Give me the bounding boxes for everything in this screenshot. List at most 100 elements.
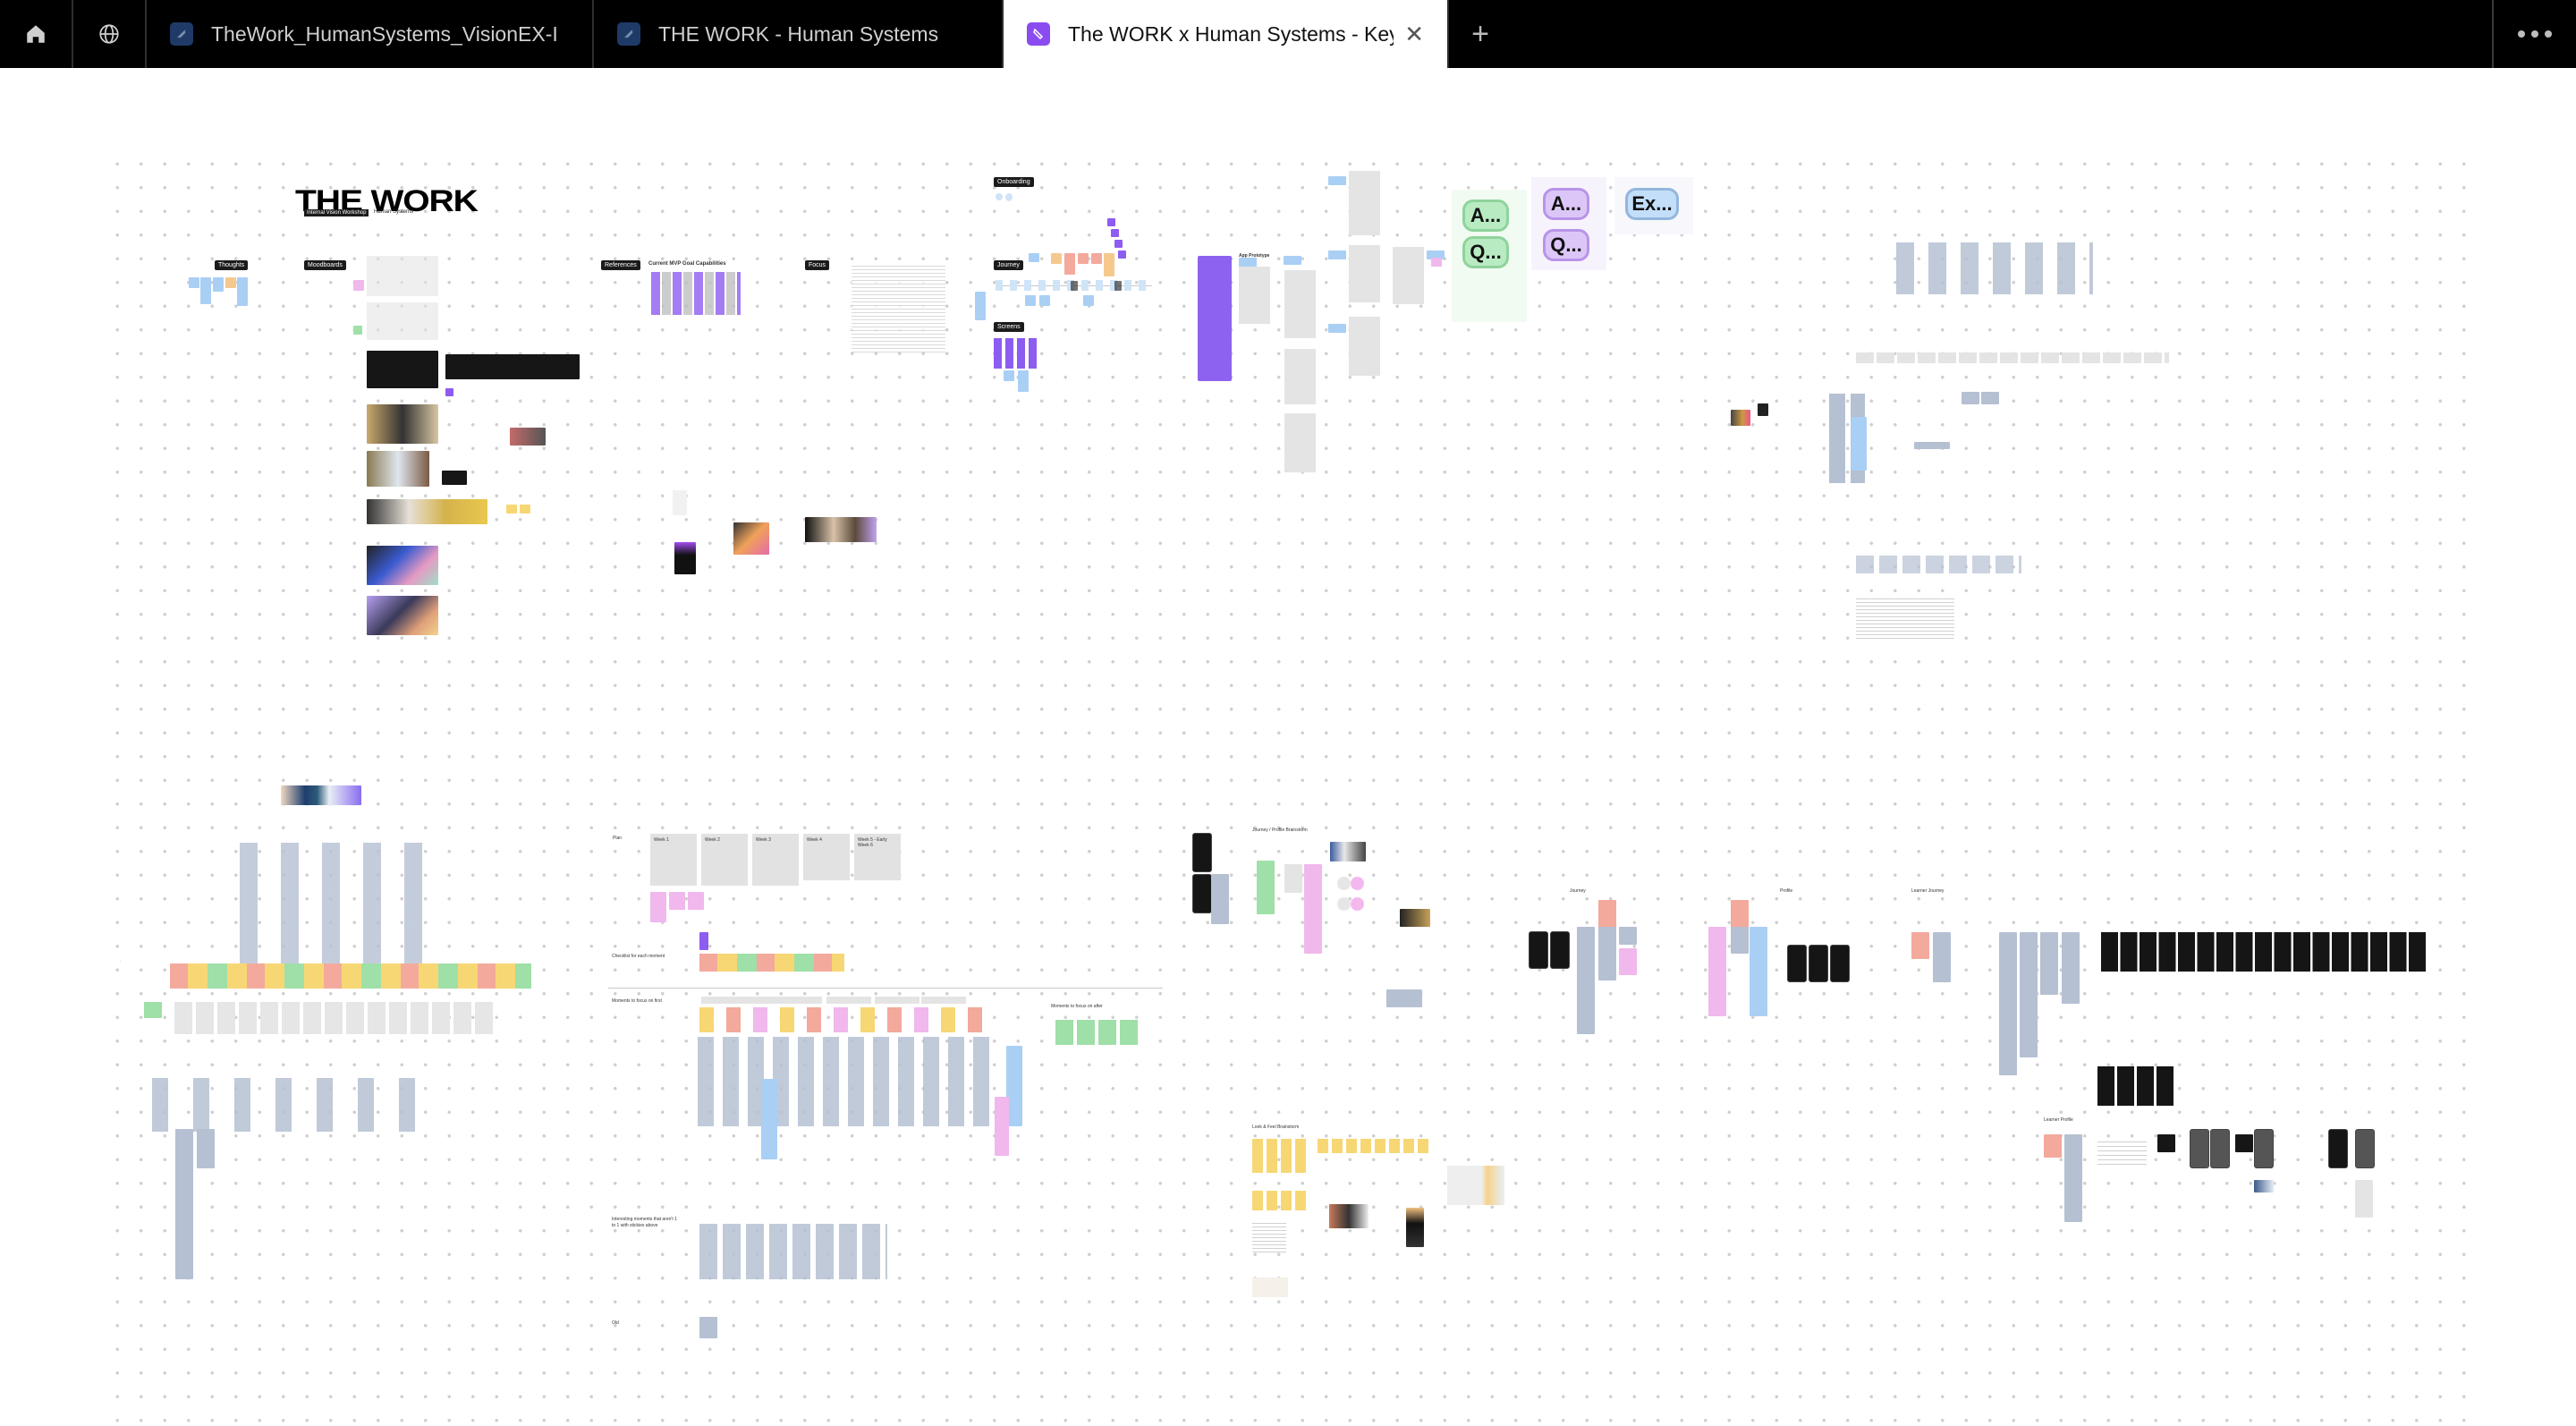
community-button[interactable] <box>73 0 147 68</box>
sticky-note[interactable] <box>445 388 453 396</box>
wireframe-screen[interactable] <box>1284 270 1316 338</box>
look-feel-stickies[interactable] <box>1252 1191 1306 1210</box>
sticky-note[interactable] <box>1619 948 1637 975</box>
week-card[interactable]: Week 3 <box>752 834 799 886</box>
wireframe-screen[interactable] <box>1284 349 1316 404</box>
sticky-note[interactable] <box>1851 417 1867 471</box>
screens-cluster[interactable] <box>994 338 1037 369</box>
wireframe-screen[interactable] <box>1284 413 1316 472</box>
learner-journey-phone-strip[interactable] <box>2101 932 2426 972</box>
sticky-note[interactable] <box>1118 250 1126 259</box>
wireframe-screen[interactable] <box>1349 171 1380 235</box>
section-label-onboarding[interactable]: Onboarding <box>994 177 1034 187</box>
section-label-moodboards[interactable]: Moodboards <box>304 260 346 270</box>
reference-map[interactable] <box>1252 1277 1288 1297</box>
moodboard-image-cluster[interactable] <box>367 499 487 524</box>
section-label-references[interactable]: References <box>601 260 640 270</box>
moodboard-image-cluster[interactable] <box>367 451 429 487</box>
answer-bubble[interactable]: A... <box>1543 188 1589 220</box>
phone-strip-small[interactable] <box>2097 1066 2175 1106</box>
sticky-note[interactable] <box>225 277 236 288</box>
notes-text-block[interactable] <box>1856 596 1954 641</box>
phone-mockup[interactable] <box>1529 931 1548 969</box>
reference-image[interactable] <box>1758 403 1768 416</box>
sticky-note[interactable] <box>1933 932 1951 982</box>
reference-image[interactable] <box>1406 1208 1424 1247</box>
sticky-note[interactable] <box>1386 989 1422 1007</box>
sticky-note[interactable] <box>1431 258 1442 267</box>
wireframe-screen[interactable] <box>1393 247 1424 304</box>
sticky-note[interactable] <box>1750 927 1767 1016</box>
moodboard-frame[interactable] <box>367 256 438 296</box>
mindmap-upper-stickies[interactable] <box>240 843 428 977</box>
sticky-note[interactable] <box>650 892 666 922</box>
moments-slate-stickies[interactable] <box>698 1037 993 1126</box>
moodboard-frame[interactable] <box>367 302 438 340</box>
sticky-note[interactable] <box>699 1317 717 1338</box>
reference-image[interactable] <box>733 522 769 555</box>
sticky-note[interactable] <box>1328 176 1346 185</box>
phone-mockup[interactable] <box>2355 1129 2375 1168</box>
checklist-stickies[interactable] <box>699 954 844 972</box>
notes-text-block[interactable] <box>2097 1138 2147 1168</box>
sticky-note[interactable] <box>1911 932 1929 959</box>
question-bubble[interactable]: Q... <box>1543 229 1589 261</box>
sticky-note[interactable] <box>975 292 986 320</box>
moodboard-image[interactable] <box>510 428 546 446</box>
sticky-note[interactable] <box>353 326 362 335</box>
figjam-canvas[interactable]: THE WORK Internal Vision Workshop Human … <box>0 68 2576 1426</box>
sticky-note[interactable] <box>688 892 704 910</box>
week-card[interactable]: Week 1 <box>650 834 697 886</box>
examples-bubble[interactable]: Ex... <box>1625 188 1679 220</box>
moments-top-stickies[interactable] <box>699 1007 995 1032</box>
more-menu-button[interactable] <box>2492 0 2576 68</box>
mindmap-lower-row[interactable] <box>174 1002 496 1034</box>
moodboard-image-cluster[interactable] <box>367 351 438 388</box>
sticky-note[interactable] <box>1981 392 1999 404</box>
sticky-note[interactable] <box>1619 927 1637 945</box>
sticky-note[interactable] <box>2044 1134 2062 1158</box>
sticky-note[interactable] <box>1029 253 1039 262</box>
reference-image[interactable] <box>1400 909 1430 927</box>
sticky-note[interactable] <box>237 277 248 306</box>
phone-mockup[interactable] <box>1809 945 1828 982</box>
flow-node[interactable] <box>1005 193 1013 201</box>
journey-node-dark[interactable] <box>1071 281 1078 291</box>
reference-image[interactable] <box>1329 1204 1368 1228</box>
interesting-moments-stickies[interactable] <box>699 1224 887 1279</box>
sticky-note[interactable] <box>1039 295 1050 306</box>
moments-after-stickies[interactable] <box>1055 1020 1140 1045</box>
moment-header-deep-flow[interactable] <box>701 997 822 1004</box>
app-prototype-sidebar-panel[interactable] <box>1198 256 1232 381</box>
sticky-note[interactable] <box>1304 864 1322 954</box>
wireframe-screen[interactable] <box>1239 267 1270 324</box>
reference-image[interactable] <box>673 490 687 515</box>
section-label-journey[interactable]: Journey <box>994 260 1023 270</box>
sticky-note[interactable] <box>761 1079 777 1159</box>
sticky-note[interactable] <box>1025 295 1036 306</box>
mindmap-center-row[interactable] <box>170 963 531 989</box>
sticky-note[interactable] <box>1064 253 1075 275</box>
mindmap-lower-stickies[interactable] <box>1856 556 2021 573</box>
section-label-screens[interactable]: Screens <box>994 322 1024 332</box>
mindmap-bottom-stickies[interactable] <box>152 1078 438 1132</box>
sticky-note[interactable] <box>506 505 517 514</box>
question-bubble[interactable]: Q... <box>1462 236 1509 268</box>
sticky-note[interactable] <box>1962 392 1979 404</box>
sticky-note[interactable] <box>1328 250 1346 259</box>
sticky-note[interactable] <box>1427 250 1445 259</box>
sticky-note[interactable] <box>1999 932 2017 1075</box>
sticky-note[interactable] <box>1257 861 1275 914</box>
focus-text-block[interactable] <box>852 263 945 352</box>
moodboard-image-cluster[interactable] <box>367 546 438 585</box>
phone-mockup[interactable] <box>1192 833 1212 872</box>
sticky-note[interactable] <box>1091 253 1102 264</box>
sticky-note[interactable] <box>669 892 685 910</box>
sticky-note[interactable] <box>1107 218 1115 226</box>
reference-image-strip[interactable] <box>281 785 361 805</box>
moment-header-curiosity[interactable] <box>875 997 919 1004</box>
wireframe-screen[interactable] <box>1349 245 1380 302</box>
reference-image[interactable] <box>674 542 696 574</box>
section-label-focus[interactable]: Focus <box>805 260 830 270</box>
sticky-note[interactable] <box>1731 900 1749 930</box>
